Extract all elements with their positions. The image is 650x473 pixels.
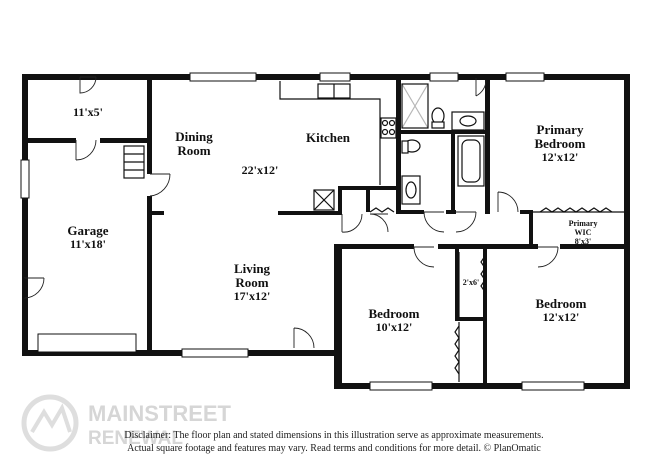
bedroom2-label: Bedroom [368,306,419,321]
watermark-line1: MAINSTREET [88,401,232,426]
bedroom2-dims: 10'x12' [376,320,413,334]
bedroom3-dims: 12'x12' [543,310,580,324]
window-bedroom3 [521,381,585,391]
primary-bedroom-label-1: Primary [537,122,584,137]
watermark: MAINSTREET RENEWAL [21,394,232,452]
dining-label-2: Room [177,143,210,158]
door-storage [75,139,97,161]
watermark-logo [21,394,79,452]
bedroom3-label: Bedroom [535,296,586,311]
primary-wic-label-1: Primary [569,219,598,228]
room-labels: 11'x5' Dining Room Kitchen 22'x12' Garag… [67,105,597,334]
closet-dims: 2'x6' [463,278,479,287]
window-bottom-living [181,348,249,358]
door-garage-side [23,277,45,299]
living-dims: 17'x12' [234,289,271,303]
primary-wic-dims: 8'x3' [575,237,591,246]
shower [401,83,429,129]
window-garage-side [20,159,30,199]
window-top-primary [505,72,545,82]
primary-bedroom-label-2: Bedroom [534,136,585,151]
living-label-1: Living [234,261,271,276]
kitchen-dims: 22'x12' [242,163,279,177]
stove [380,117,397,139]
door-bath [423,211,445,233]
door-front [293,327,315,349]
kitchen-counter [279,81,381,185]
disclaimer-line1: Disclaimer: The floor plan and stated di… [124,430,543,441]
garage-dims: 11'x18' [70,237,106,251]
fixtures [123,81,485,211]
window-bedroom2 [369,381,433,391]
garage-label: Garage [67,223,108,238]
dining-label-1: Dining [175,129,213,144]
garage-steps [123,145,145,179]
doors [23,76,559,349]
door-bedroom2 [413,246,435,268]
interior-walls [22,74,630,389]
disclaimer: Disclaimer: The floor plan and stated di… [124,430,543,454]
door-bedroom3 [537,246,559,268]
windows [20,72,585,391]
garage-door [37,333,137,353]
living-label-2: Room [235,275,268,290]
kitchen-label: Kitchen [306,130,351,145]
closet-outlines [369,207,624,382]
door-storage-top [79,76,97,94]
door-linen [369,213,389,233]
door-garage-dining [149,173,171,197]
vanity-2 [401,175,421,205]
primary-bedroom-dims: 12'x12' [542,150,579,164]
door-hall-closet [341,213,363,233]
disclaimer-line2: Actual square footage and features may v… [127,443,541,454]
door-primary-bath [455,211,477,233]
door-primary-toilet [475,78,487,97]
watermark-line2: RENEWAL [88,428,183,449]
primary-wic-label-2: WIC [575,228,592,237]
window-top-kitchen [319,72,351,82]
storage-dims: 11'x5' [73,105,103,119]
vanity-1 [451,111,485,131]
door-primary [497,191,519,213]
window-top-dining [189,72,257,82]
window-top-bath [429,72,459,82]
